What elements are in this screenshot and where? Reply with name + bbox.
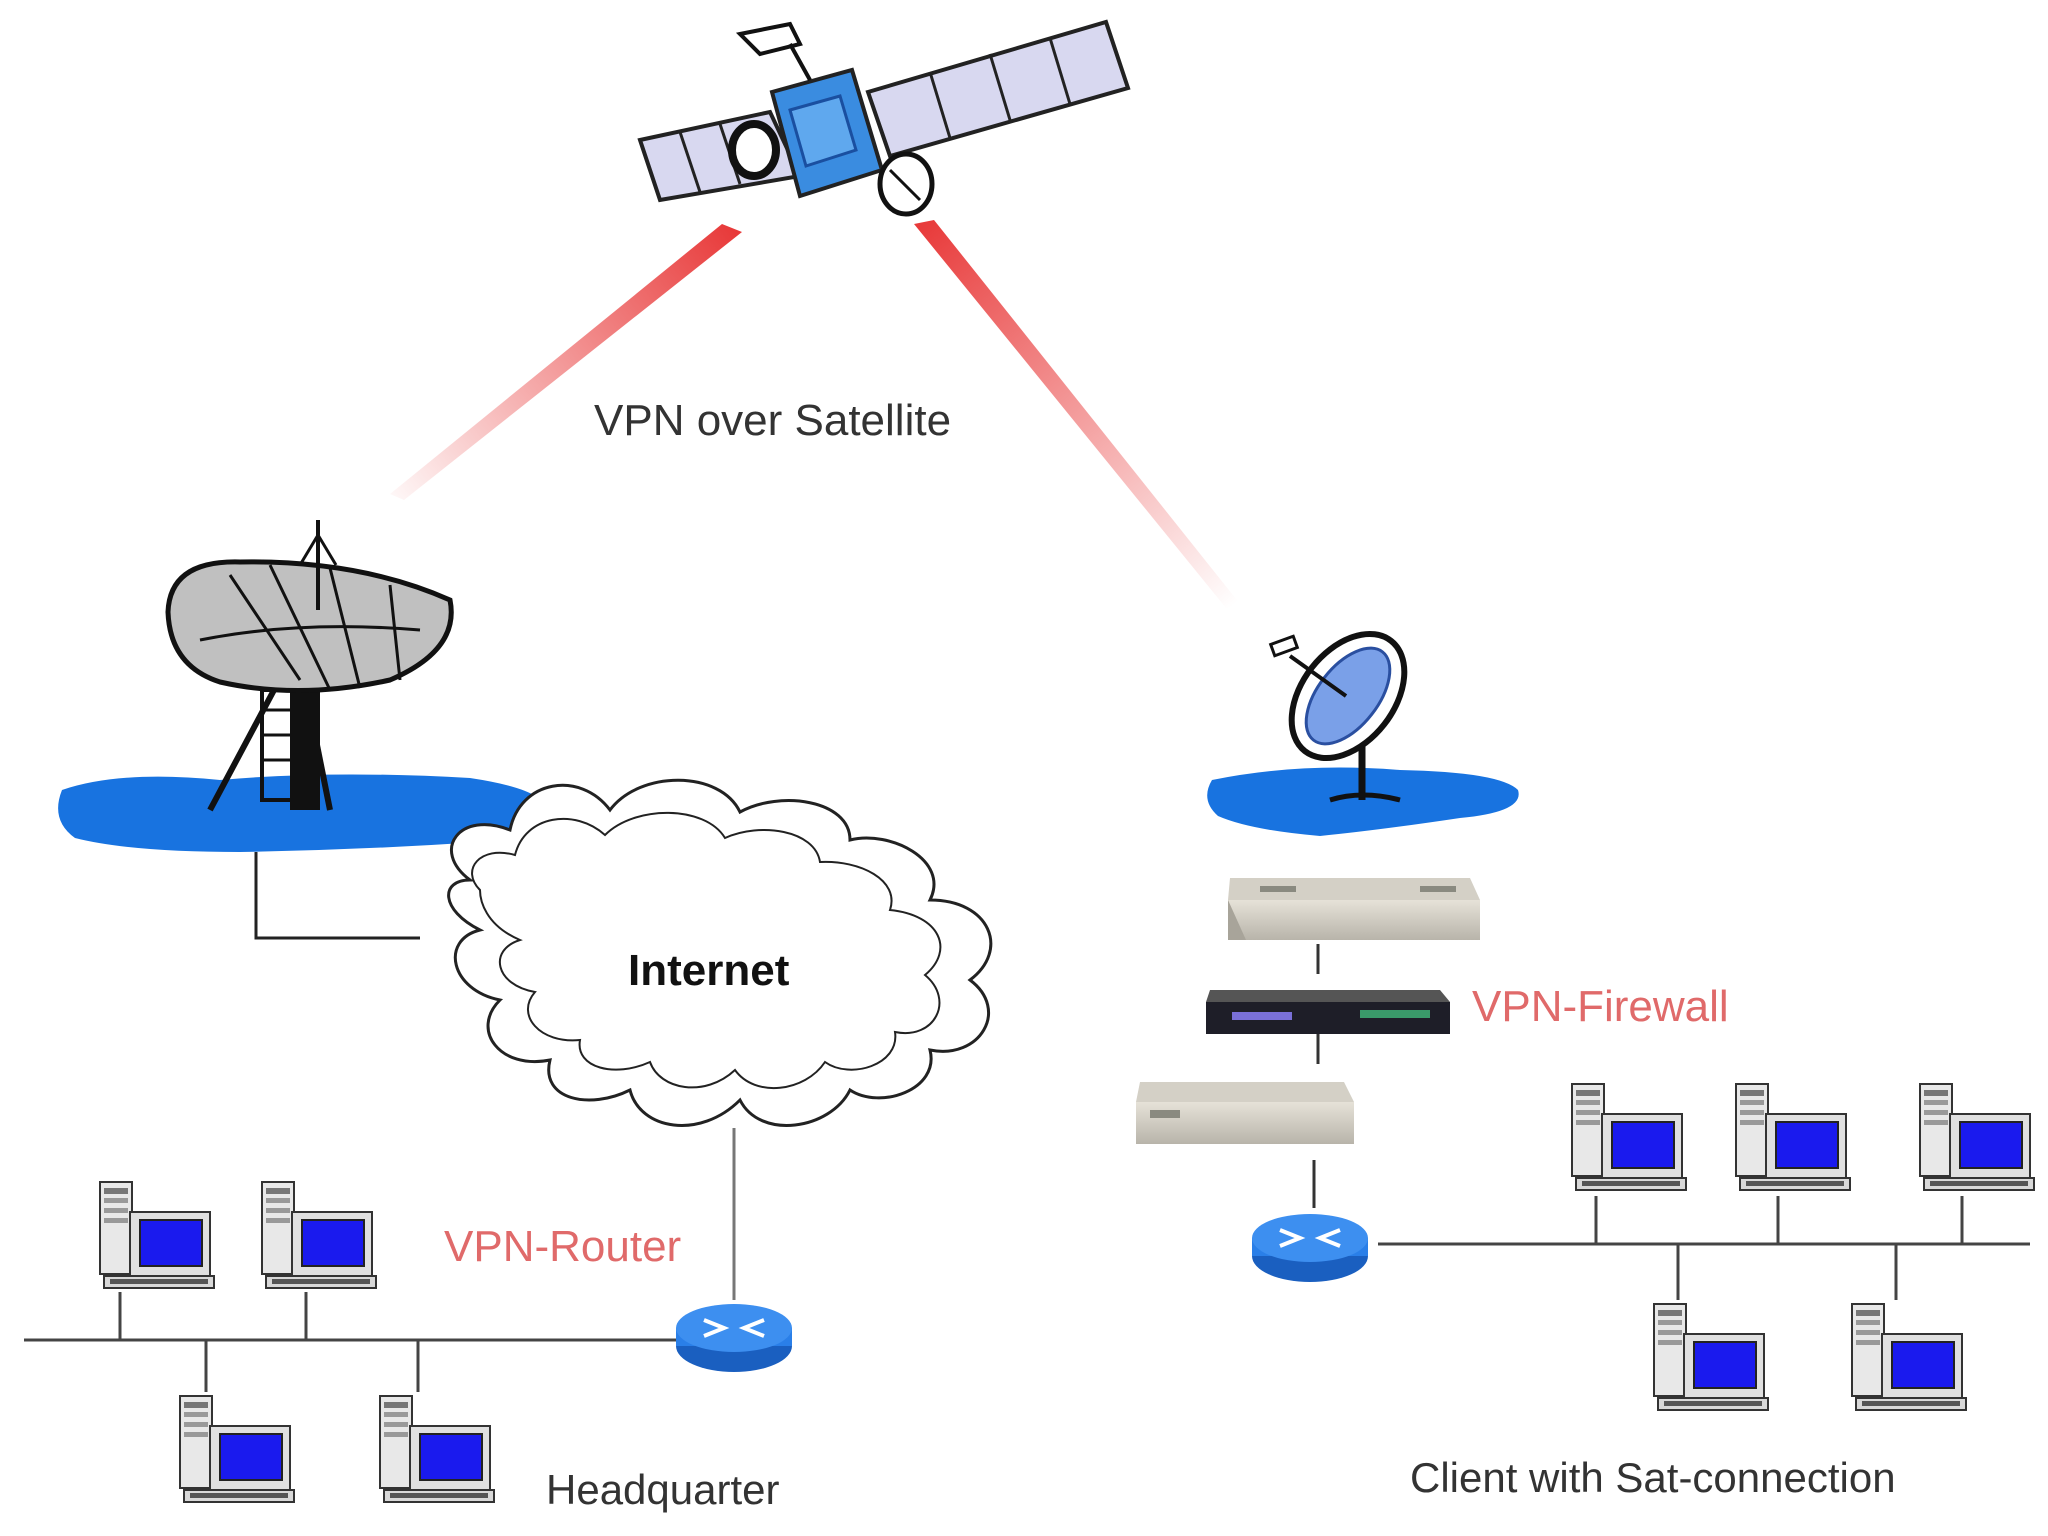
headquarter-label: Headquarter: [546, 1466, 780, 1513]
vpn-firewall-icon: [1206, 990, 1450, 1034]
client-dish-icon: [1268, 630, 1408, 803]
client-router-icon: [1250, 1212, 1370, 1284]
beam-left: [390, 224, 742, 500]
hq-pc-icon: [261, 1181, 377, 1289]
client-pc-icon: [1653, 1303, 1769, 1411]
link-dish-cloud: [254, 852, 420, 940]
hq-pc-icon: [179, 1395, 295, 1503]
satellite-icon: [637, 19, 1131, 217]
hq-dish-icon: [165, 520, 454, 812]
modem-bottom-icon: [1136, 1082, 1354, 1144]
modem-top-icon: [1228, 878, 1480, 940]
internet-cloud-icon: [447, 778, 993, 1127]
hq-pc-icon: [99, 1181, 215, 1289]
client-ground: [1207, 767, 1519, 836]
diagram-title: VPN over Satellite: [594, 396, 952, 445]
vpn-firewall-label: VPN-Firewall: [1472, 982, 1729, 1031]
hq-ground: [58, 774, 546, 852]
client-pc-icon: [1919, 1083, 2035, 1191]
client-pc-icon: [1735, 1083, 1851, 1191]
beam-right: [914, 220, 1240, 608]
hq-router-icon: [674, 1302, 794, 1374]
client-pc-icon: [1571, 1083, 1687, 1191]
client-label: Client with Sat-connection: [1410, 1454, 1896, 1501]
internet-label: Internet: [628, 946, 790, 995]
hq-pc-icon: [379, 1395, 495, 1503]
vpn-router-label: VPN-Router: [444, 1222, 682, 1271]
client-pc-icon: [1851, 1303, 1967, 1411]
